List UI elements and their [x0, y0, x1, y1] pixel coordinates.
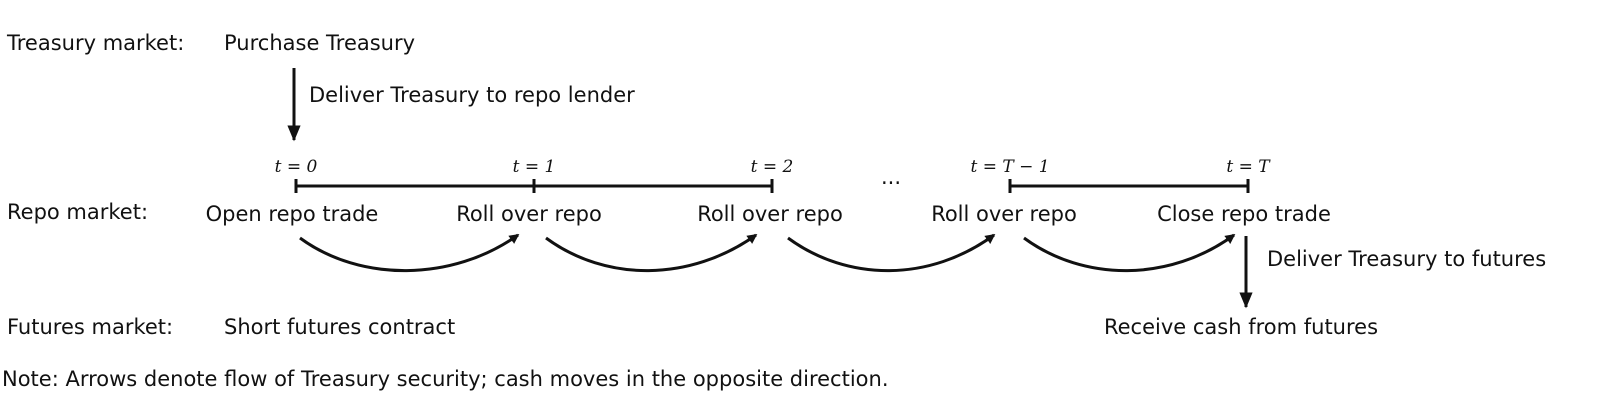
- repo-market-label: Repo market:: [7, 200, 148, 224]
- roll-arrow-1-2: [545, 233, 758, 273]
- futures-market-label: Futures market:: [7, 315, 173, 339]
- time-label-T: t = T: [1226, 157, 1271, 177]
- close-repo-trade-text: Close repo trade: [1157, 202, 1331, 226]
- short-futures-text: Short futures contract: [224, 315, 455, 339]
- treasury-market-label: Treasury market:: [6, 31, 184, 55]
- time-label-2: t = 2: [751, 157, 794, 177]
- roll-arrow-0-1: [299, 233, 520, 273]
- roll-arrow-T1-T: [1023, 233, 1236, 273]
- timeline: [294, 179, 1250, 193]
- time-label-1: t = 1: [513, 157, 556, 177]
- footnote: Note: Arrows denote flow of Treasury sec…: [2, 367, 889, 391]
- time-label-0: t = 0: [275, 157, 318, 177]
- purchase-treasury-text: Purchase Treasury: [224, 31, 415, 55]
- deliver-to-futures-text: Deliver Treasury to futures: [1267, 247, 1546, 271]
- time-label-T-1: t = T − 1: [970, 157, 1049, 177]
- roll-over-repo-2-text: Roll over repo: [697, 202, 843, 226]
- receive-cash-text: Receive cash from futures: [1104, 315, 1378, 339]
- roll-over-repo-1-text: Roll over repo: [456, 202, 602, 226]
- open-repo-trade-text: Open repo trade: [206, 202, 379, 226]
- ellipsis: ···: [881, 171, 901, 195]
- roll-over-repo-3-text: Roll over repo: [931, 202, 1077, 226]
- roll-arrow-2-T1: [787, 233, 996, 273]
- deliver-to-repo-lender-text: Deliver Treasury to repo lender: [309, 83, 635, 107]
